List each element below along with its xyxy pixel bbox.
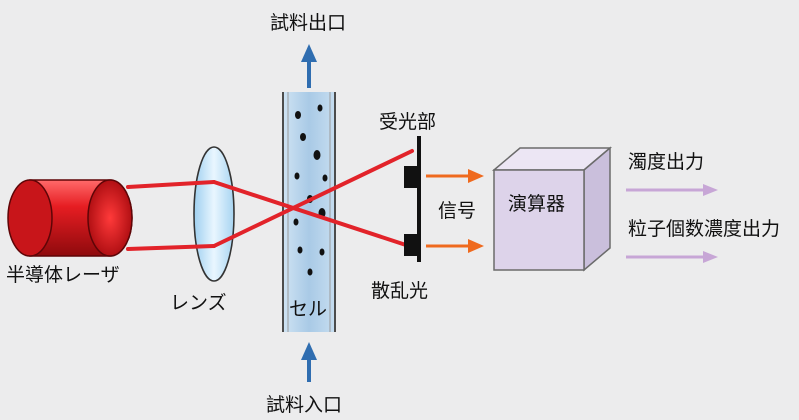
signal-arrows bbox=[426, 169, 484, 253]
laser bbox=[7, 179, 133, 257]
light-receiver bbox=[404, 136, 421, 262]
particle-count-output-label: 粒子個数濃度出力 bbox=[628, 218, 781, 240]
flow-arrow-out bbox=[301, 44, 317, 88]
turbidity-output-label: 濁度出力 bbox=[628, 151, 705, 173]
signal-label: 信号 bbox=[438, 200, 477, 222]
cell-label: セル bbox=[289, 298, 328, 320]
sample-cell bbox=[282, 92, 336, 332]
lens-label: レンズ bbox=[170, 292, 227, 314]
laser-label: 半導体レーザ bbox=[6, 264, 120, 286]
processor-label: 演算器 bbox=[508, 193, 566, 215]
sample-outlet-label: 試料出口 bbox=[270, 12, 347, 34]
processor-cube bbox=[491, 146, 613, 272]
scattered-light-label: 散乱光 bbox=[371, 280, 429, 302]
lens bbox=[193, 146, 235, 282]
sample-inlet-label: 試料入口 bbox=[266, 394, 343, 416]
particles bbox=[293, 104, 328, 276]
flow-arrow-in bbox=[301, 342, 317, 382]
output-arrows bbox=[626, 184, 718, 263]
receiver-label: 受光部 bbox=[379, 111, 437, 133]
beams bbox=[126, 149, 414, 251]
